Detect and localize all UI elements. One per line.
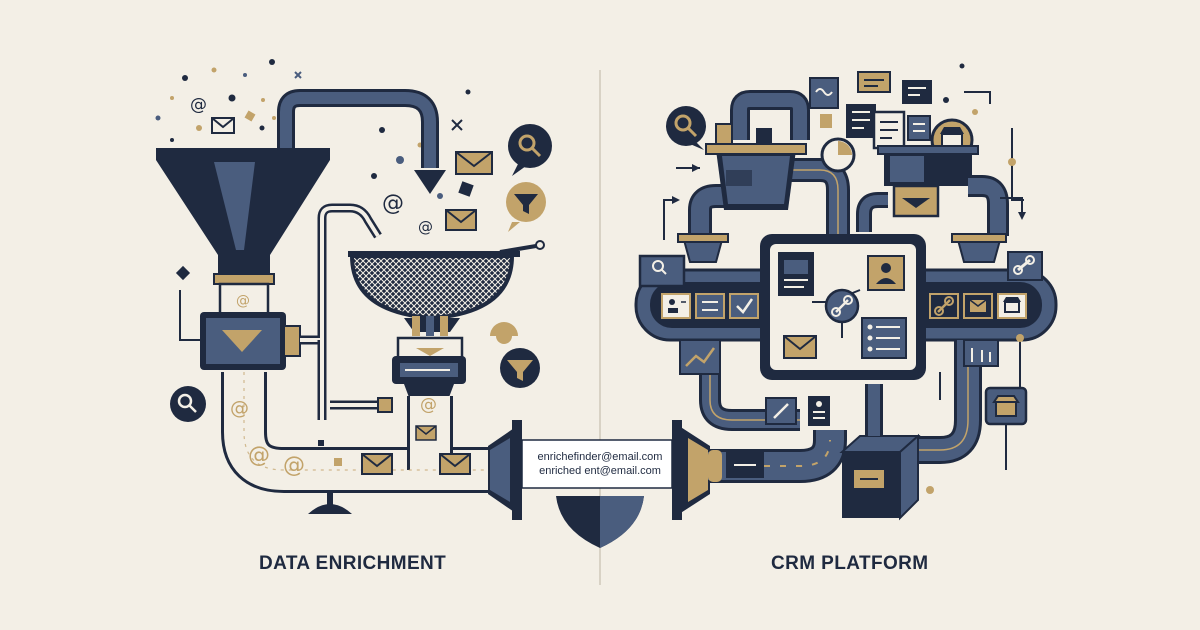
at-sign-icon: @	[236, 293, 250, 309]
data-enrichment-scene: @ @ @	[155, 59, 552, 520]
contact-card-icon	[808, 396, 830, 426]
crm-platform-scene	[634, 63, 1058, 521]
filter-icon	[506, 182, 546, 232]
at-sign-icon: @	[418, 218, 433, 236]
email-transfer-card	[521, 439, 673, 489]
crm-platform-title: CRM PLATFORM	[771, 553, 929, 574]
list-icon	[861, 317, 907, 359]
checkmark-icon	[729, 293, 759, 319]
list-icon	[695, 293, 725, 319]
contact-card-icon	[661, 293, 691, 319]
at-sign-icon: @	[248, 443, 270, 468]
hopper	[877, 145, 979, 218]
enriched-email-line-2: enriched ent@email.com	[539, 465, 661, 477]
link-icon	[1007, 251, 1043, 281]
envelope-icon	[445, 209, 477, 231]
at-sign-icon: @	[190, 95, 207, 115]
store-icon	[997, 293, 1027, 319]
enriched-email-line-1: enrichefinder@email.com	[537, 451, 663, 463]
envelope-icon	[361, 453, 393, 475]
filter-icon	[490, 322, 540, 388]
search-icon	[666, 106, 706, 150]
envelope-icon	[455, 151, 493, 175]
feeder-bin	[705, 143, 807, 210]
document-icon	[902, 80, 932, 104]
box-icon	[839, 433, 921, 521]
at-sign-icon: @	[382, 191, 404, 216]
transfer-bridge	[521, 439, 673, 548]
document-icon	[857, 71, 891, 93]
document-icon	[809, 77, 839, 109]
at-sign-icon: @	[420, 395, 437, 415]
envelope-icon	[439, 453, 471, 475]
at-sign-icon: @	[230, 397, 249, 419]
data-enrichment-title: DATA ENRICHMENT	[259, 553, 447, 574]
search-icon	[508, 124, 552, 176]
envelope-icon	[963, 293, 993, 319]
link-icon	[824, 288, 860, 324]
chart-icon	[820, 137, 856, 173]
crm-dashboard-panel	[760, 234, 926, 380]
envelope-icon	[211, 117, 235, 134]
at-sign-icon: @	[283, 453, 305, 478]
funnel-icon: @	[156, 148, 330, 316]
envelope-icon	[415, 425, 437, 441]
confetti-particles	[155, 59, 474, 281]
link-icon	[929, 293, 959, 319]
search-icon	[170, 386, 206, 422]
sieve-icon	[348, 240, 545, 336]
search-icon	[652, 260, 667, 275]
store-icon	[984, 386, 1028, 426]
contact-card-icon	[867, 255, 905, 291]
envelope-icon	[783, 335, 817, 359]
